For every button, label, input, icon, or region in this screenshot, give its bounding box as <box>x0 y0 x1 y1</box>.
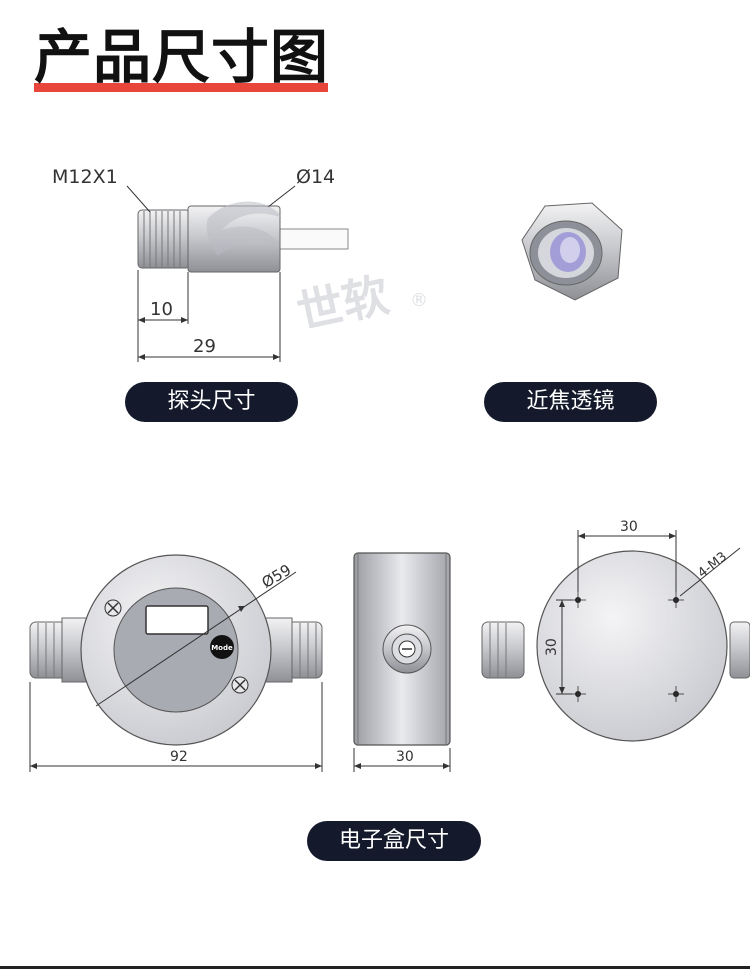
hole-spacing-vertical: 30 <box>544 638 560 656</box>
probe-thread-label: M12X1 <box>52 166 118 188</box>
box-back-drawing: 30 30 4-M3 <box>481 519 750 742</box>
mode-button-label: Mode <box>211 644 233 652</box>
probe-cable <box>279 228 349 250</box>
page-title-wrap: 产品尺寸图 <box>34 22 329 92</box>
box-side-drawing: 30 <box>353 552 451 772</box>
holes-label: 4-M3 <box>695 549 730 581</box>
watermark-logo-icon <box>206 201 282 256</box>
display-window <box>145 605 209 635</box>
lens-caption: 近焦透镜 <box>526 389 615 414</box>
box-back-disc <box>536 550 728 742</box>
box-caption-pill: 电子盒尺寸 <box>307 821 481 861</box>
lens-drawing <box>521 202 623 301</box>
back-right-gland <box>729 621 750 679</box>
probe-diameter-label: Ø14 <box>296 166 335 188</box>
watermark-text: 世软 <box>292 268 393 340</box>
watermark-mark: ® <box>410 290 428 311</box>
probe-caption: 探头尺寸 <box>167 389 256 414</box>
box-caption: 电子盒尺寸 <box>338 828 449 853</box>
box-width-label: 92 <box>170 749 188 765</box>
probe-thread <box>137 209 191 269</box>
box-front-drawing: Mode Ø59 92 <box>29 554 323 772</box>
box-depth-label: 30 <box>396 749 414 765</box>
mode-button <box>210 635 234 659</box>
bottom-rule <box>0 966 750 969</box>
hole-spacing-horizontal: 30 <box>620 519 638 535</box>
back-left-gland <box>481 621 525 679</box>
box-diameter-label: Ø59 <box>259 561 295 592</box>
probe-dim-total: 29 <box>193 336 216 357</box>
lens-caption-pill: 近焦透镜 <box>484 382 657 422</box>
probe-caption-pill: 探头尺寸 <box>125 382 298 422</box>
page-title: 产品尺寸图 <box>34 23 330 91</box>
probe-dim-front: 10 <box>150 299 173 320</box>
title-underline <box>34 83 328 92</box>
